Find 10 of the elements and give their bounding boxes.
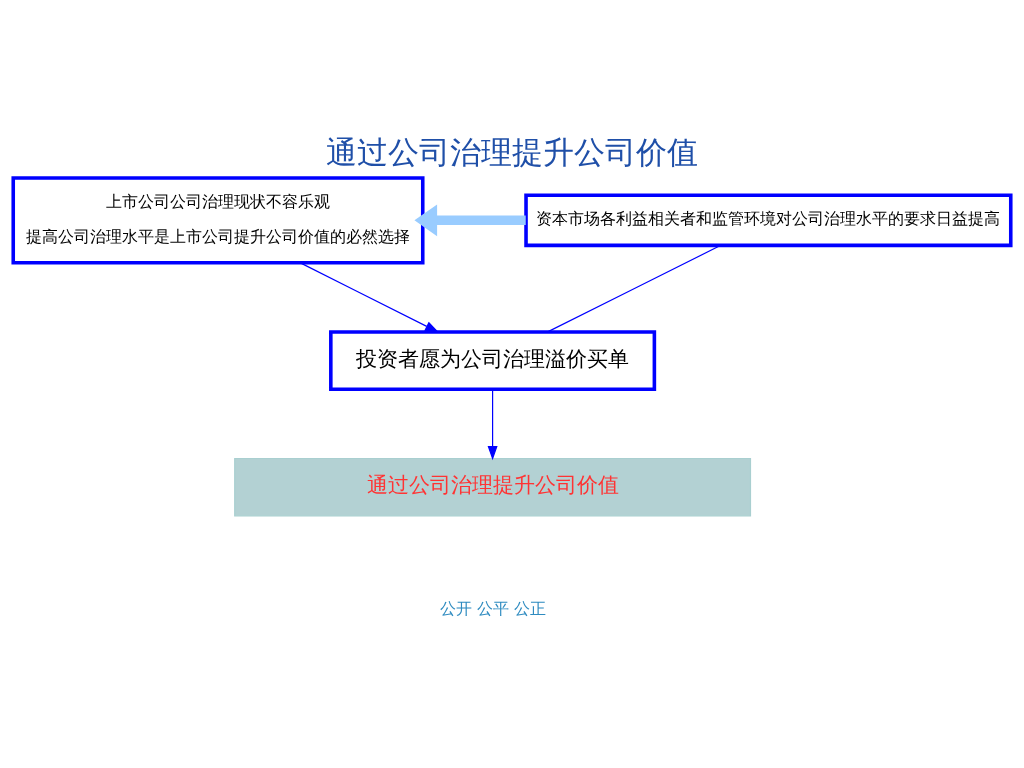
arrow: [487, 388, 498, 460]
arrow: [299, 261, 440, 333]
node-box: 资本市场各利益相关者和监管环境对公司治理水平的要求日益提高: [524, 192, 1013, 247]
diagram-title: 通过公司治理提升公司价值: [326, 133, 698, 170]
label: 公开 公平 公正: [439, 599, 546, 618]
node-box: 上市公司公司治理现状不容乐观 提高公司治理水平是上市公司提升公司价值的必然选择: [11, 175, 425, 264]
node-box: 通过公司治理提升公司价值: [234, 457, 752, 516]
node-box: 投资者愿为公司治理溢价买单: [329, 329, 657, 391]
arrow: [414, 203, 526, 236]
connector: [547, 244, 721, 332]
